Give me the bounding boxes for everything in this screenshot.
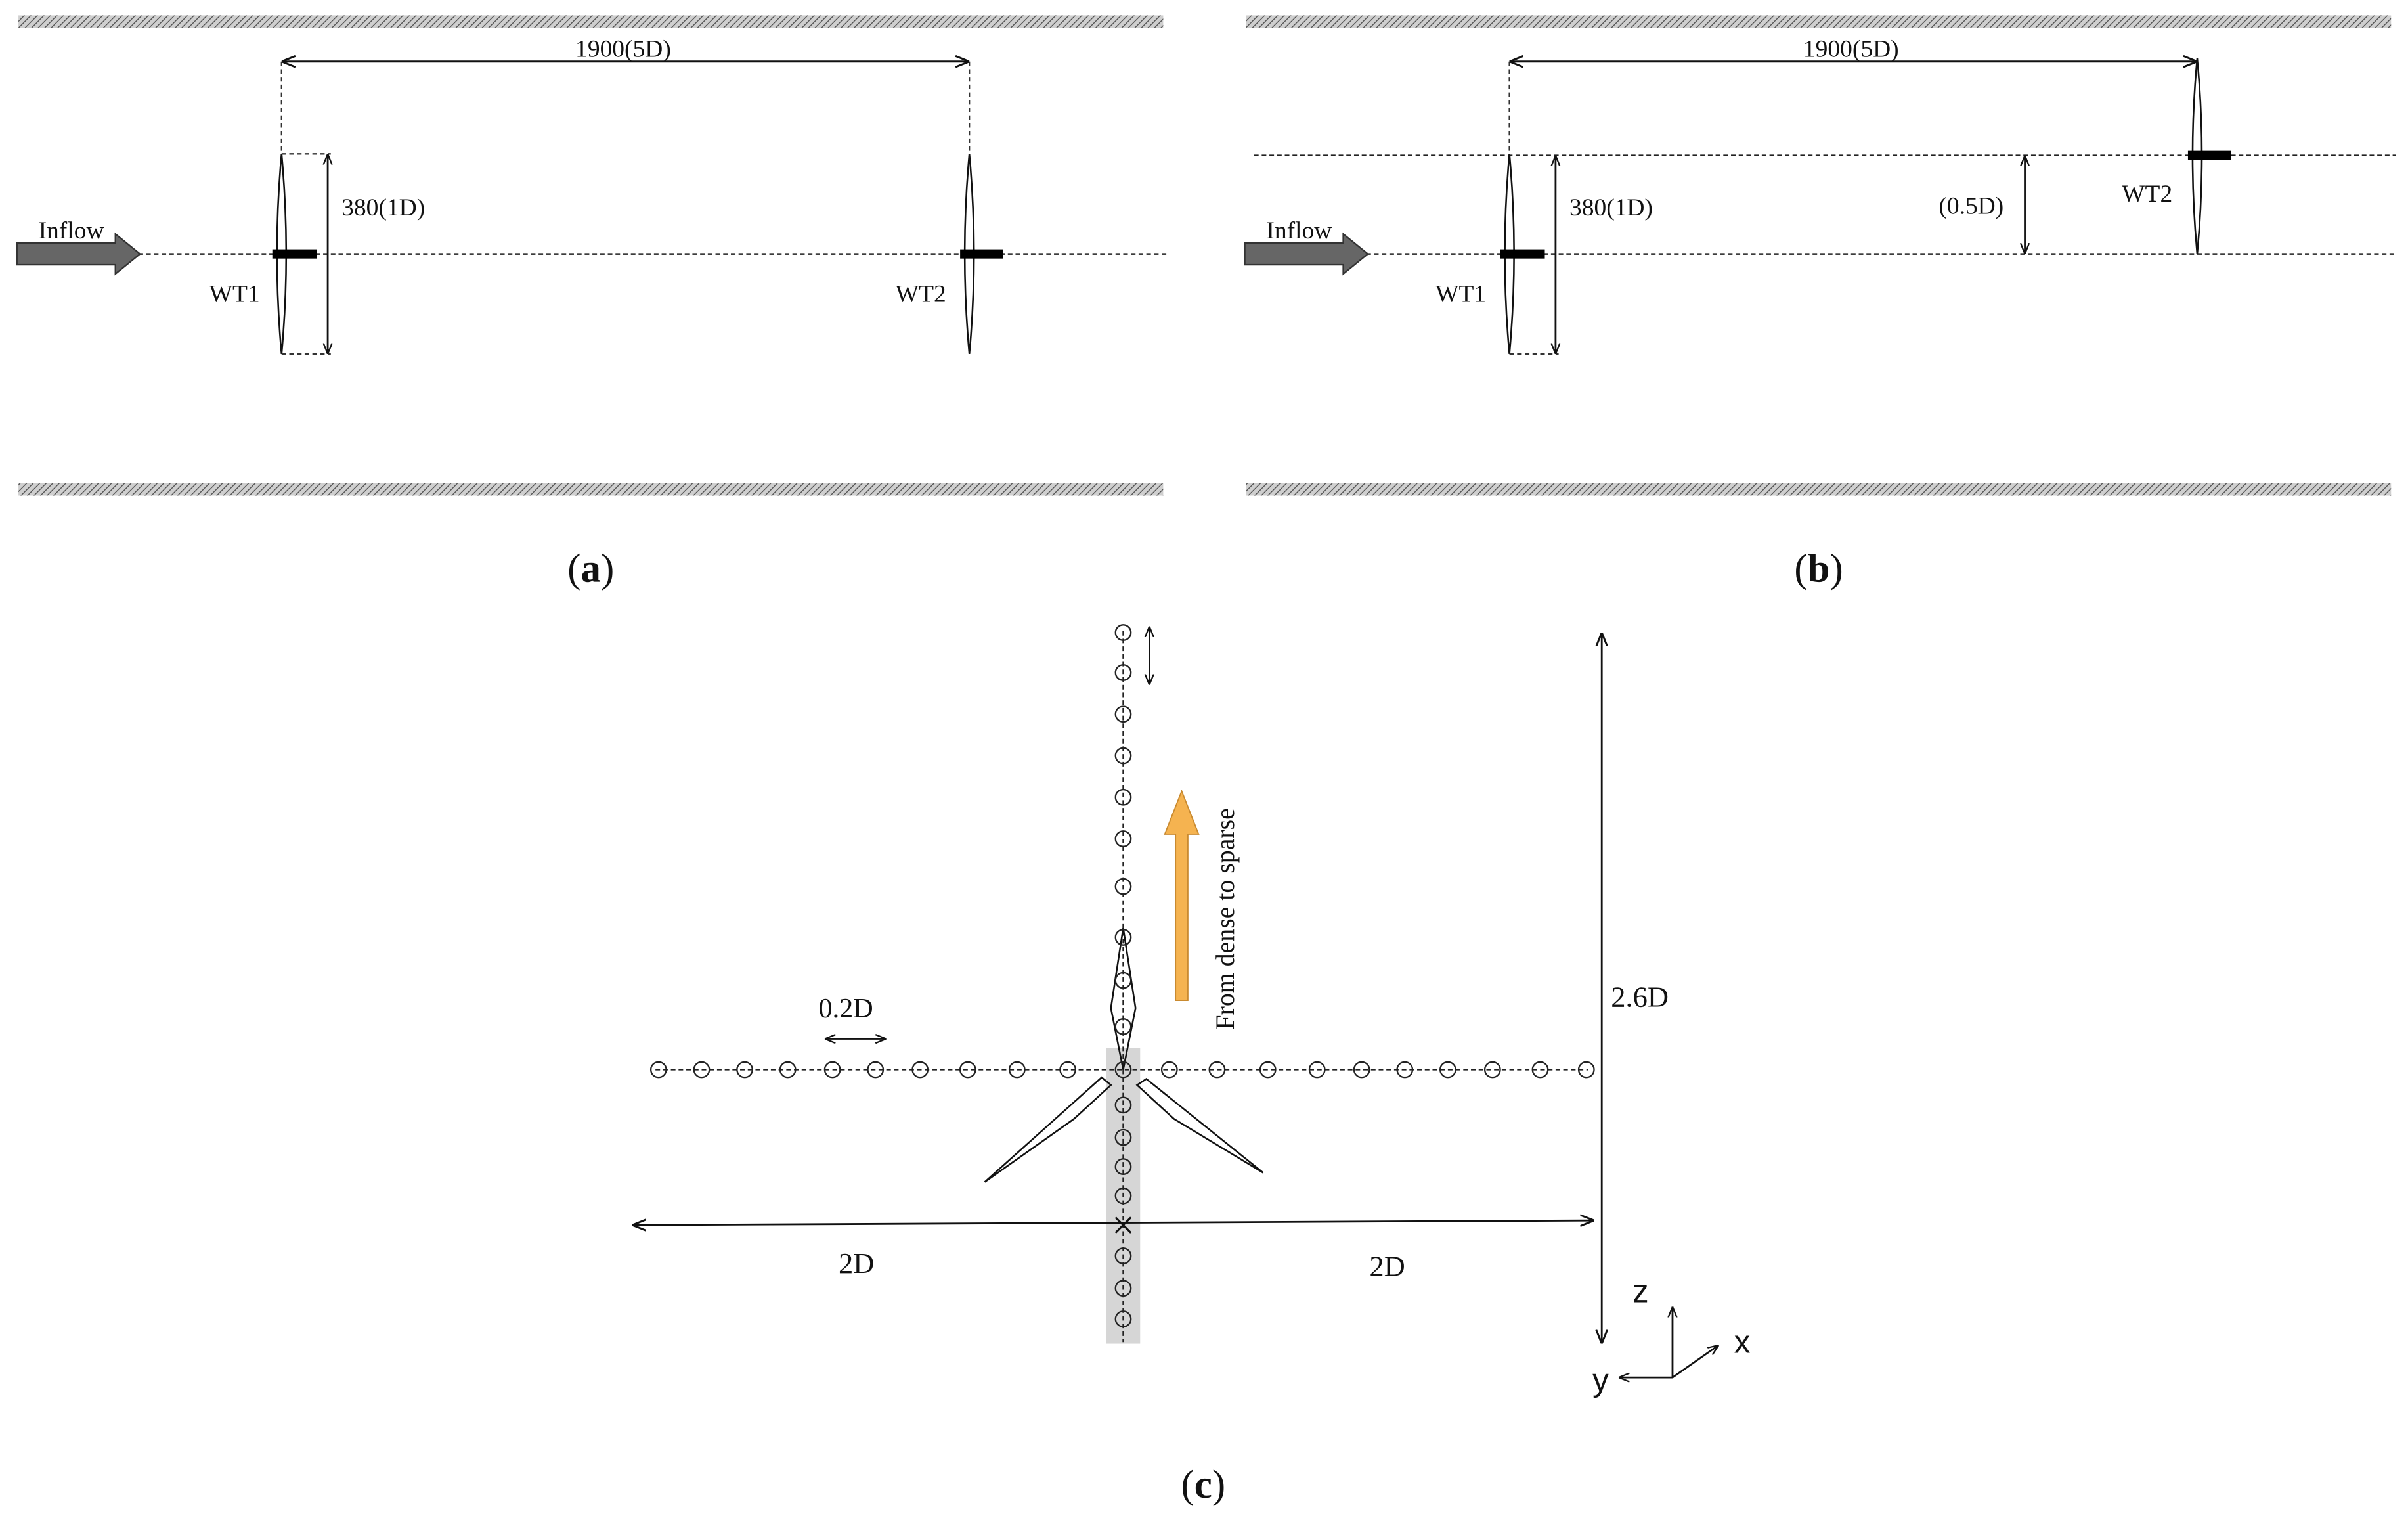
density-label: From dense to sparse [1211, 808, 1240, 1029]
z-axis-label: z [1632, 1273, 1649, 1309]
probe-point [1114, 830, 1132, 847]
probe-point [1114, 1128, 1132, 1146]
probe-point [693, 1061, 711, 1079]
top-wall [1246, 15, 2392, 28]
caption-a: (a) [567, 547, 614, 591]
panel-a: 1900(5D) Inflow WT1 380(1D) WT2 (a) [16, 15, 1170, 591]
probe-point [1059, 1061, 1077, 1079]
probe-point [649, 1061, 667, 1079]
spacing-label: 0.2D [819, 993, 873, 1024]
probe-point [1008, 1061, 1026, 1079]
inflow-label: Inflow [39, 217, 104, 244]
probe-point [1308, 1061, 1326, 1079]
diameter-label: 380(1D) [341, 194, 425, 221]
left-width-label: 2D [839, 1247, 874, 1280]
probe-point [1114, 1158, 1132, 1175]
probe-point [1114, 1187, 1132, 1205]
probe-point [1114, 878, 1132, 895]
probe-point [1114, 624, 1132, 641]
y-axis-label: y [1592, 1362, 1609, 1398]
rotor-blade-left [984, 1076, 1112, 1183]
inflow-arrow [1244, 232, 1369, 276]
probe-point [1577, 1061, 1595, 1079]
wt2-rotor [2191, 58, 2203, 254]
probe-point [1160, 1061, 1178, 1079]
wt1-label: WT1 [1435, 280, 1486, 307]
wt2-nacelle [2187, 150, 2231, 160]
rotor-blade-right [1135, 1077, 1264, 1174]
probe-point [1114, 1247, 1132, 1264]
probe-point [867, 1061, 885, 1079]
probe-point [1114, 1096, 1132, 1114]
probe-point [1114, 747, 1132, 765]
probe-point [823, 1061, 841, 1079]
right-width-label: 2D [1369, 1249, 1405, 1282]
bottom-wall [18, 483, 1164, 496]
density-arrow [1164, 789, 1200, 1001]
probe-point [1396, 1061, 1414, 1079]
wt2-rotor [963, 154, 975, 355]
x-axis-label: x [1734, 1324, 1751, 1360]
diameter-label: 380(1D) [1569, 194, 1653, 221]
probe-point [1353, 1061, 1370, 1079]
probe-point [1259, 1061, 1277, 1079]
probe-point [911, 1061, 929, 1079]
probe-point [1114, 705, 1132, 723]
probe-point [1114, 664, 1132, 681]
probe-point [779, 1061, 797, 1079]
probe-point [959, 1061, 976, 1079]
wt2-nacelle [960, 249, 1003, 259]
vertical-probes [1114, 624, 1132, 1327]
probe-point [1114, 1280, 1132, 1297]
panel-c: From dense to sparse 0.2D 2.6D 2D 2D z x… [632, 624, 1751, 1507]
offset-label: (0.5D) [1938, 193, 2003, 220]
probe-point [1208, 1061, 1226, 1079]
bottom-wall [1246, 483, 2392, 496]
wt1-label: WT1 [209, 280, 260, 307]
probe-point [1483, 1061, 1501, 1079]
probe-point [1114, 1061, 1132, 1079]
x-axis [1672, 1345, 1718, 1379]
distance-label: 1900(5D) [1803, 36, 1899, 63]
height-label: 2.6D [1611, 980, 1669, 1013]
coordinate-axes: z x y [1592, 1273, 1751, 1398]
inflow-arrow [16, 232, 142, 276]
probe-point [1114, 1017, 1132, 1035]
caption-b: (b) [1794, 547, 1843, 591]
probe-point [1114, 971, 1132, 989]
panel-b: 1900(5D) Inflow WT1 380(1D) (0.5D) WT2 (… [1244, 15, 2396, 591]
distance-label: 1900(5D) [575, 36, 671, 63]
probe-point [736, 1061, 753, 1079]
inflow-label: Inflow [1266, 217, 1332, 244]
wt2-label: WT2 [2122, 181, 2172, 208]
probe-point [1114, 929, 1132, 946]
probe-point [1531, 1061, 1549, 1079]
probe-point [1114, 1310, 1132, 1327]
top-wall [18, 15, 1164, 28]
horizontal-probes [649, 1061, 1595, 1079]
probe-point [1439, 1061, 1456, 1079]
wt1-nacelle [272, 249, 317, 259]
wt1-nacelle [1500, 249, 1545, 259]
width-dimension-arrow [632, 1220, 1594, 1225]
wt2-label: WT2 [896, 280, 946, 307]
caption-c: (c) [1181, 1463, 1226, 1507]
probe-point [1114, 788, 1132, 806]
